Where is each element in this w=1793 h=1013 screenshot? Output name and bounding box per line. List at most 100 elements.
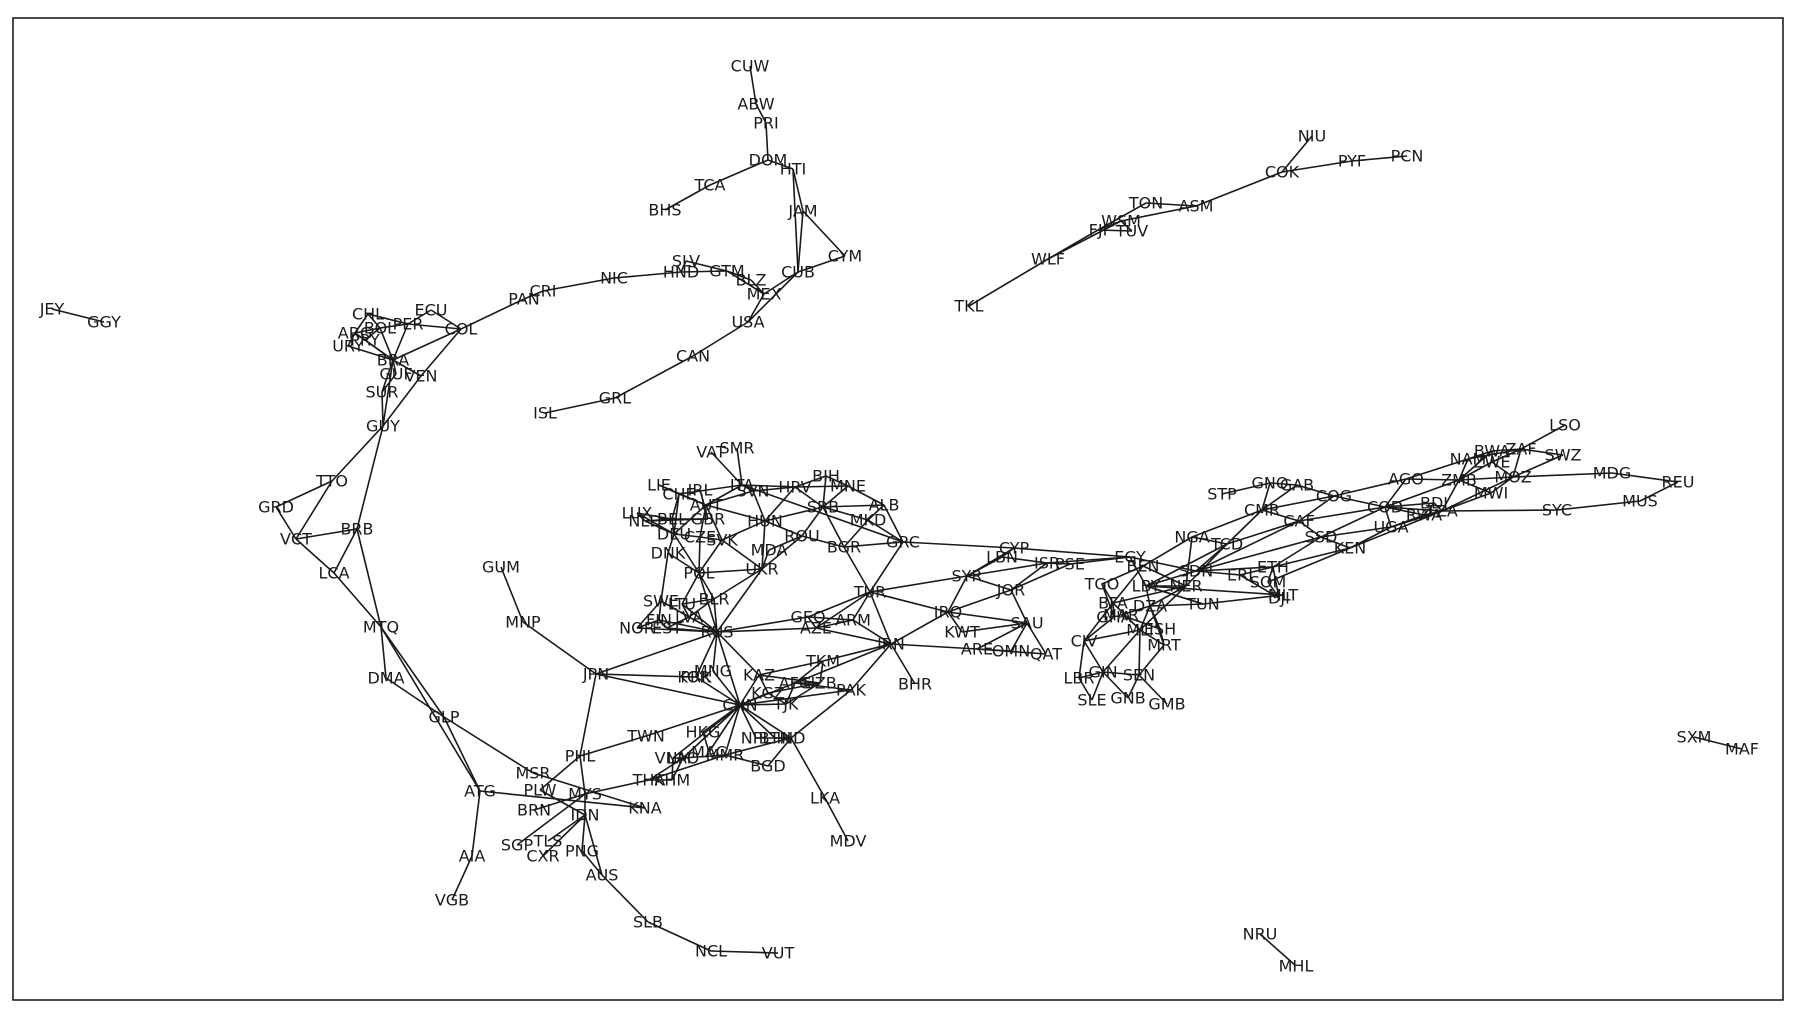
node-label-bol: BOL: [364, 319, 396, 338]
edge-alb-grc: [883, 504, 904, 543]
edge-mex-usa: [747, 293, 765, 323]
edge-bra-ven: [392, 359, 422, 377]
node-label-lux: LUX: [622, 504, 653, 523]
edge-mli-gin: [1102, 629, 1141, 673]
node-label-pak: PAK: [836, 681, 867, 700]
edge-swe-nor: [636, 600, 662, 629]
edge-mus-syc: [1556, 500, 1641, 511]
edge-zmb-moz: [1458, 476, 1514, 481]
node-label-mar: MAR: [1103, 606, 1139, 625]
node-label-cmr: CMR: [1244, 501, 1280, 520]
edge-cub-mex: [763, 271, 799, 295]
edge-pse-egy: [1069, 556, 1131, 565]
node-label-syr: SYR: [951, 567, 982, 586]
node-label-som: SOM: [1250, 573, 1287, 592]
edge-lao-tha: [648, 757, 684, 781]
node-label-nor: NOR: [619, 619, 655, 638]
node-label-mys: MYS: [568, 785, 602, 804]
edge-rou-ukr: [761, 535, 803, 570]
edge-lca-mtq: [333, 572, 382, 628]
node-label-tls: TLS: [533, 832, 563, 851]
node-label-fji: FJI: [1089, 221, 1108, 240]
node-label-chn: CHN: [722, 696, 757, 715]
node-label-pry: PRY: [350, 331, 380, 350]
edge-sle-lbr: [1078, 677, 1093, 701]
edge-caf-ssd: [1298, 520, 1322, 538]
edge-alb-mkd: [867, 504, 885, 521]
edge-ssd-ken: [1320, 536, 1351, 549]
edge-mli-civ: [1083, 629, 1141, 642]
node-label-cze: CZE: [684, 528, 716, 547]
edge-irn-afg: [794, 643, 892, 684]
edge-nld-deu: [644, 520, 675, 535]
edge-chn-mmr: [724, 704, 741, 756]
node-label-moz: MOZ: [1494, 468, 1531, 487]
node-label-mex: MEX: [747, 285, 782, 304]
edge-mrt-sen: [1138, 644, 1165, 676]
edge-sdn-caf: [1195, 520, 1300, 572]
node-label-sle: SLE: [1077, 691, 1106, 710]
edge-ner-ben: [1142, 565, 1187, 587]
node-label-gmb: GMB: [1148, 695, 1185, 714]
node-label-vnm: VNM: [655, 749, 692, 768]
node-label-mus: MUS: [1622, 492, 1658, 511]
edge-srb-mkd: [822, 506, 869, 521]
edge-arm-irn: [852, 619, 892, 645]
node-label-asm: ASM: [1179, 197, 1214, 216]
edge-brb-mtq: [356, 528, 382, 628]
edge-brb-lca: [333, 528, 358, 574]
edge-mys-sgp: [516, 793, 586, 846]
node-label-bfa: BFA: [1098, 594, 1128, 613]
edge-moz-zaf: [1512, 448, 1522, 478]
node-label-ggy: GGY: [87, 313, 121, 332]
edge-vat-ita: [710, 451, 743, 486]
node-label-nld: NLD: [628, 512, 661, 531]
edge-tto-grd: [275, 480, 333, 508]
node-label-mrt: MRT: [1147, 636, 1181, 655]
edge-sen-gmb: [1138, 674, 1168, 705]
node-label-cri: CRI: [529, 282, 556, 301]
node-label-sxm: SXM: [1677, 728, 1712, 747]
node-label-nic: NIC: [600, 269, 628, 288]
node-label-bdi: BDI: [1420, 494, 1448, 513]
edge-aze-rus: [716, 627, 817, 633]
edge-ner-mli: [1139, 585, 1187, 631]
edge-lka-mdv: [824, 797, 849, 842]
node-label-fin: FIN: [646, 611, 672, 630]
edge-nga-cmr: [1191, 509, 1263, 538]
edge-mtq-atg: [380, 626, 481, 792]
node-label-ncl: NCL: [695, 942, 727, 961]
edge-cod-ago: [1384, 478, 1407, 508]
edge-hkg-mac: [702, 731, 710, 753]
edge-svk-pol: [698, 539, 723, 574]
edge-tur-geo: [807, 591, 871, 618]
edge-tza-moz: [1441, 476, 1514, 512]
edge-ltu-lva: [681, 603, 690, 618]
edge-png-aus: [581, 850, 603, 876]
edge-zmb-zwe: [1458, 461, 1493, 481]
edge-cog-cod: [1333, 495, 1386, 508]
edge-mne-alb: [847, 485, 885, 506]
edge-tkm-afg: [794, 660, 824, 684]
edge-chn-lao: [682, 704, 741, 759]
node-label-omn: OMN: [992, 642, 1030, 661]
node-label-vut: VUT: [762, 944, 795, 963]
edge-lbr-civ: [1078, 640, 1085, 679]
edge-bgr-tur: [843, 546, 871, 593]
node-label-ssd: SSD: [1305, 528, 1338, 547]
edge-bra-sur: [381, 359, 394, 393]
node-label-deu: DEU: [657, 525, 691, 544]
edge-ukr-pol: [698, 568, 763, 574]
edge-hnd-nic: [613, 271, 682, 279]
edge-jam-cym: [802, 210, 846, 257]
edge-rwa-cod: [1384, 506, 1425, 516]
edge-uzb-tjk: [785, 682, 821, 705]
edge-ton-fji: [1097, 202, 1147, 231]
edge-guy-brb: [356, 425, 384, 530]
node-label-cym: CYM: [828, 247, 862, 266]
edge-mnp-jpn: [522, 621, 597, 675]
edge-chl-bol: [367, 313, 381, 329]
edge-ner-dza: [1149, 585, 1187, 607]
node-label-ago: AGO: [1388, 470, 1424, 489]
edge-svn-hun: [752, 490, 766, 522]
